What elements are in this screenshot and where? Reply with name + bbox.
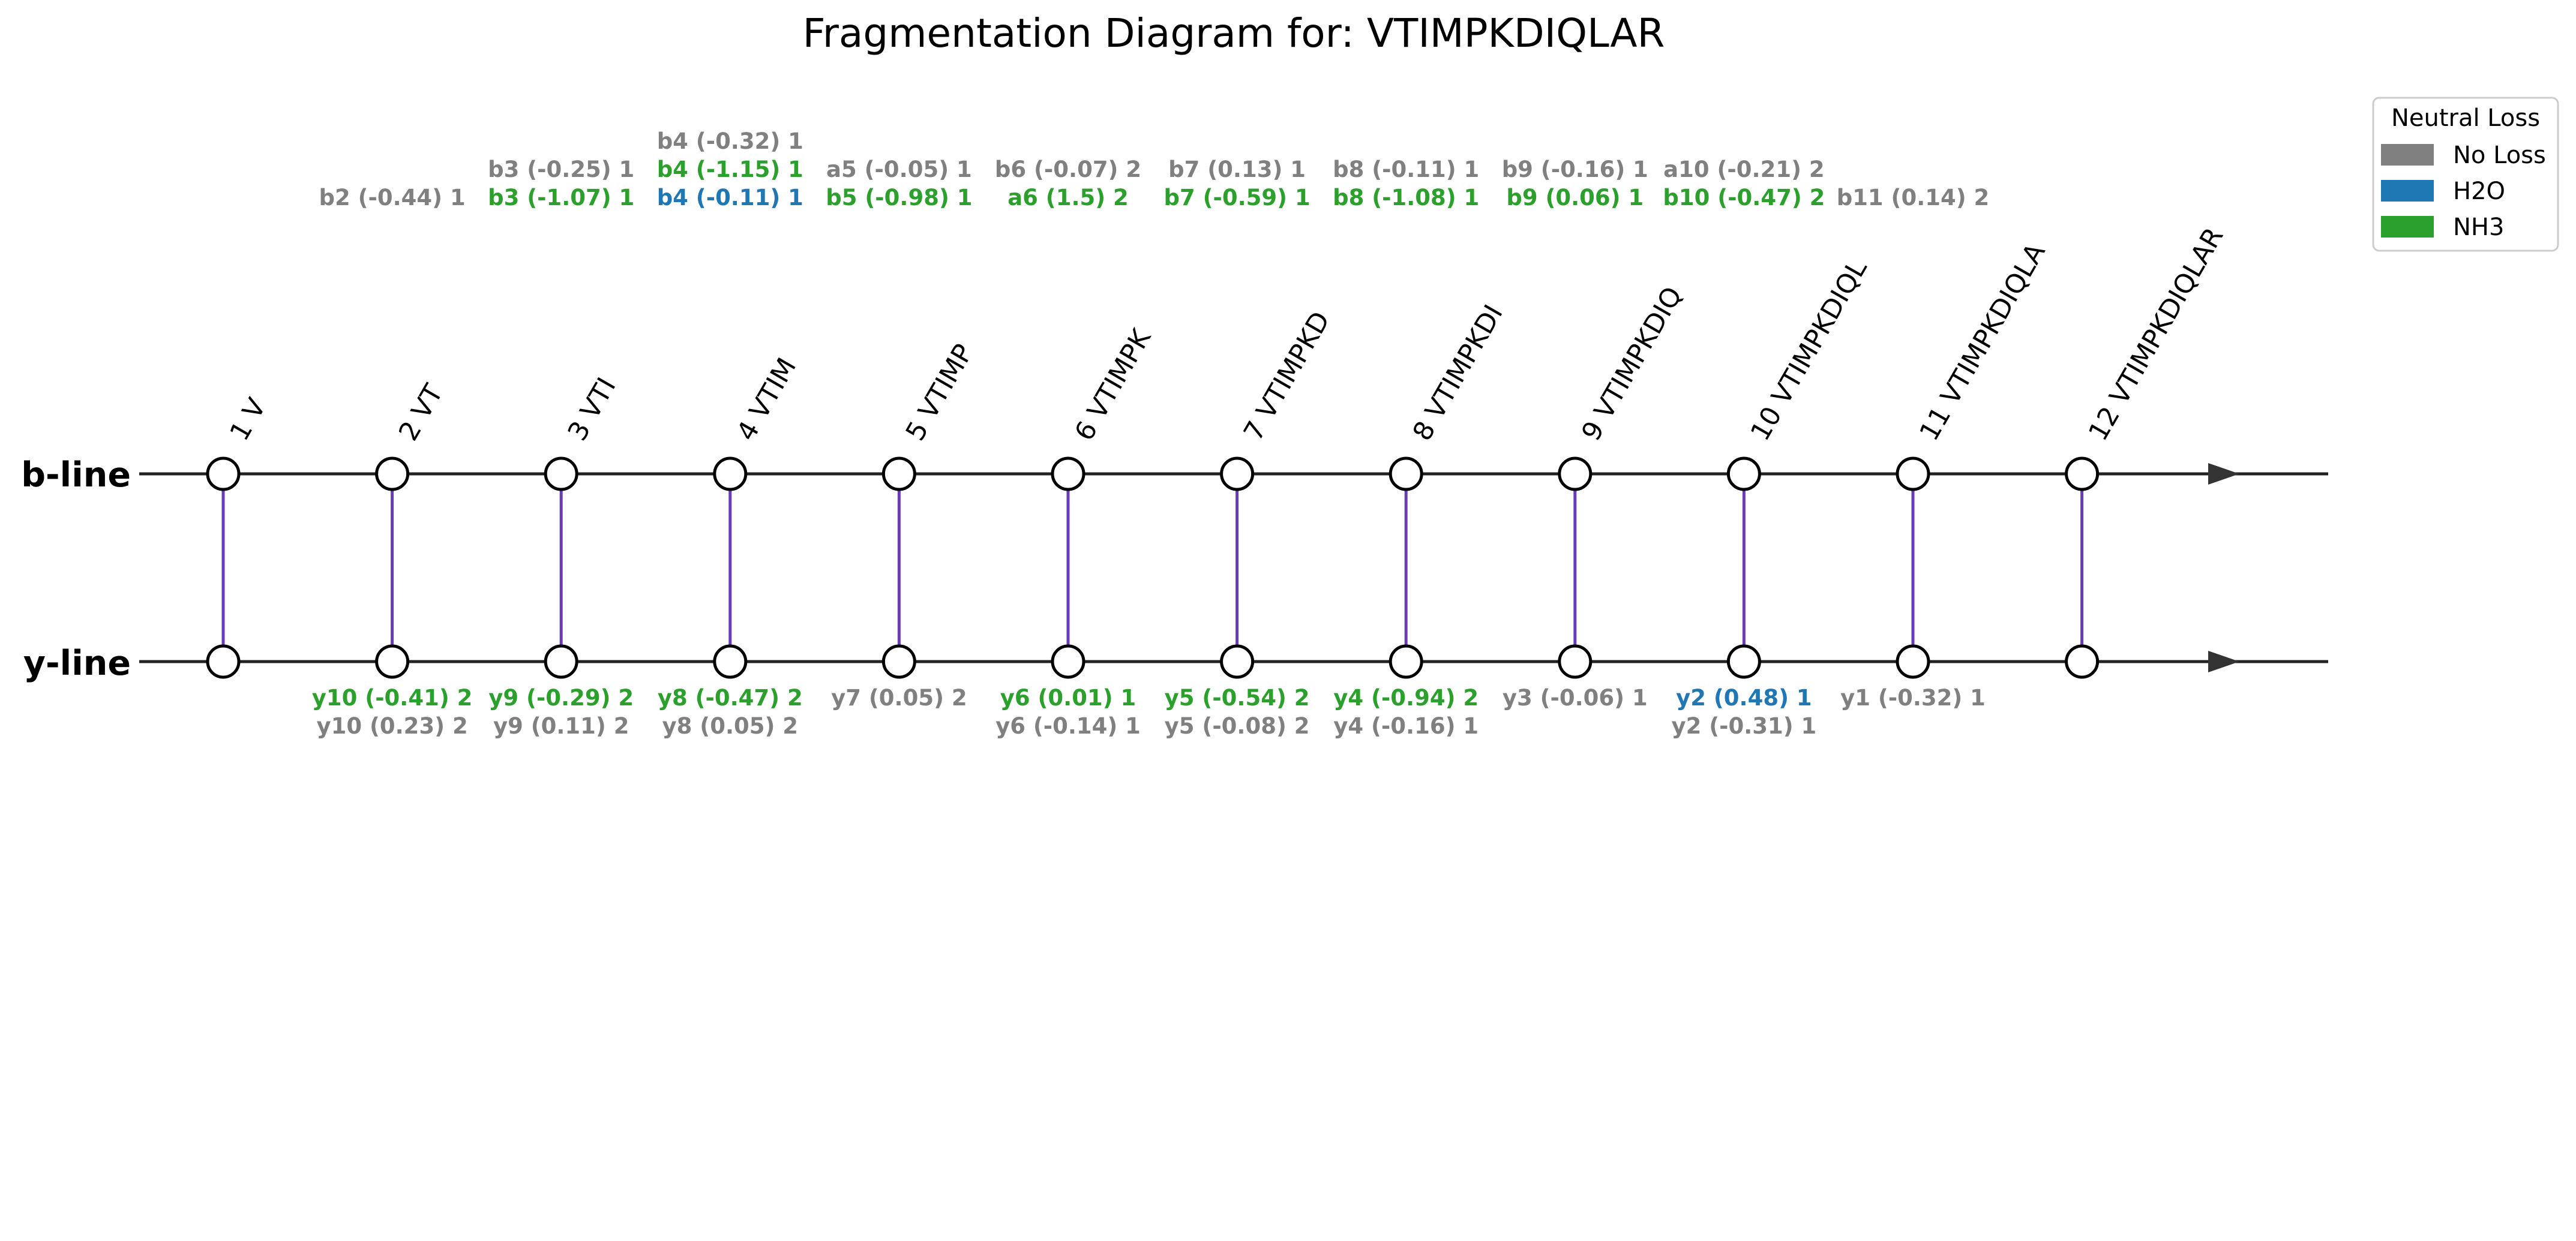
y-node-11 (1896, 644, 1930, 679)
y-line-arrowhead (2208, 651, 2239, 672)
y-ion-label: y3 (-0.06) 1 (1503, 685, 1648, 711)
y-ion-label: y10 (0.23) 2 (316, 713, 467, 739)
position-label-7: 7 VTIMPKD (1238, 307, 1336, 446)
b-ion-label: b4 (-0.11) 1 (657, 185, 803, 211)
position-label-2: 2 VT (393, 379, 449, 446)
b-ion-label: b2 (-0.44) 1 (319, 185, 465, 211)
legend-swatch-no-loss (2381, 144, 2434, 166)
b-ion-label: b11 (0.14) 2 (1837, 185, 1990, 211)
b-ion-label: b6 (-0.07) 2 (995, 157, 1141, 182)
y-ion-label: y1 (-0.32) 1 (1840, 685, 1986, 711)
b-ion-label: b3 (-1.07) 1 (488, 185, 634, 211)
y-ion-label: y8 (0.05) 2 (662, 713, 798, 739)
b-node-3 (544, 456, 578, 491)
y-ion-label: y4 (-0.16) 1 (1333, 713, 1479, 739)
y-ion-label: y6 (-0.14) 1 (995, 713, 1141, 739)
y-ion-label: y10 (-0.41) 2 (312, 685, 473, 711)
b-ion-label: a10 (-0.21) 2 (1663, 157, 1824, 182)
b-node-9 (1558, 456, 1593, 491)
y-ion-label: y5 (-0.08) 2 (1165, 713, 1310, 739)
y-ion-label: y2 (-0.31) 1 (1671, 713, 1816, 739)
b-ion-label: a6 (1.5) 2 (1007, 185, 1129, 211)
b-node-6 (1051, 456, 1085, 491)
y-node-6 (1051, 644, 1085, 679)
y-node-3 (544, 644, 578, 679)
position-label-8: 8 VTIMPKDI (1407, 300, 1509, 446)
b-ion-label: b9 (-0.16) 1 (1502, 157, 1648, 182)
b-node-7 (1220, 456, 1255, 491)
y-node-12 (2065, 644, 2100, 679)
b-ion-label: b4 (-0.32) 1 (657, 128, 803, 154)
y-line-label: y-line (23, 644, 131, 683)
b-node-5 (881, 456, 916, 491)
b-ion-label: b3 (-0.25) 1 (488, 157, 634, 182)
y-ion-label: y6 (0.01) 1 (1000, 685, 1136, 711)
y-node-4 (713, 644, 748, 679)
legend-swatch-nh3 (2381, 216, 2434, 238)
y-ion-label: y9 (0.11) 2 (493, 713, 629, 739)
b-ion-labels: b2 (-0.44) 1 b3 (-1.07) 1 b3 (-0.25) 1 b4 (… (319, 128, 1989, 211)
legend-box (2372, 97, 2559, 252)
y-ion-label: y4 (-0.94) 2 (1333, 685, 1479, 711)
b-line-label: b-line (21, 455, 131, 495)
position-label-1: 1 V (224, 393, 272, 446)
position-label-9: 9 VTIMPKDIQ (1576, 282, 1689, 446)
y-ion-label: y2 (0.48) 1 (1676, 685, 1812, 711)
b-ion-label: a5 (-0.05) 1 (826, 157, 972, 182)
y-node-8 (1389, 644, 1423, 679)
b-ion-label: b4 (-1.15) 1 (657, 157, 803, 182)
y-node-9 (1558, 644, 1593, 679)
nodes (206, 456, 2100, 679)
connectors (221, 474, 2084, 662)
b-node-10 (1726, 456, 1761, 491)
position-labels: 1 V 2 VT 3 VTI 4 VTIM 5 VTIMP 6 VTIMPK 7 VTIMP… (224, 223, 2229, 446)
y-node-10 (1726, 644, 1761, 679)
b-ion-label: b10 (-0.47) 2 (1663, 185, 1825, 211)
b-ion-label: b7 (0.13) 1 (1168, 157, 1306, 182)
y-ion-label: y5 (-0.54) 2 (1165, 685, 1310, 711)
b-ion-label: b8 (-0.11) 1 (1333, 157, 1479, 182)
legend-title: Neutral Loss (2391, 104, 2540, 132)
b-ion-label: b9 (0.06) 1 (1506, 185, 1644, 211)
y-node-1 (206, 644, 241, 679)
diagram-title: Fragmentation Diagram for: VTIMPKDIQLAR (803, 10, 1665, 56)
y-ion-label: y7 (0.05) 2 (831, 685, 967, 711)
position-label-5: 5 VTIMP (900, 339, 979, 446)
y-ion-label: y9 (-0.29) 2 (488, 685, 634, 711)
b-line-arrowhead (2208, 463, 2239, 485)
position-label-3: 3 VTI (562, 372, 622, 446)
position-label-12: 12 VTIMPKDIQLAR (2083, 223, 2230, 446)
legend-swatch-h2o (2381, 180, 2434, 202)
legend-label-nh3: NH3 (2453, 214, 2504, 241)
legend: Neutral Loss No Loss H2O NH3 (2372, 97, 2559, 252)
b-node-1 (206, 456, 241, 491)
y-node-2 (375, 644, 410, 679)
legend-label-no-loss: No Loss (2453, 142, 2546, 169)
b-node-2 (375, 456, 410, 491)
y-node-7 (1220, 644, 1255, 679)
position-label-6: 6 VTIMPK (1069, 323, 1157, 446)
b-ion-label: b7 (-0.59) 1 (1163, 185, 1310, 211)
y-ion-label: y8 (-0.47) 2 (658, 685, 803, 711)
b-node-12 (2065, 456, 2100, 491)
b-node-4 (713, 456, 748, 491)
b-node-8 (1389, 456, 1423, 491)
legend-label-h2o: H2O (2453, 178, 2505, 205)
b-node-11 (1896, 456, 1930, 491)
position-label-4: 4 VTIM (731, 353, 802, 446)
y-node-5 (881, 644, 916, 679)
position-label-10: 10 VTIMPKDIQL (1745, 254, 1873, 446)
position-label-11: 11 VTIMPKDIQLA (1914, 238, 2051, 446)
b-ion-label: b8 (-1.08) 1 (1333, 185, 1479, 211)
b-ion-label: b5 (-0.98) 1 (826, 185, 972, 211)
